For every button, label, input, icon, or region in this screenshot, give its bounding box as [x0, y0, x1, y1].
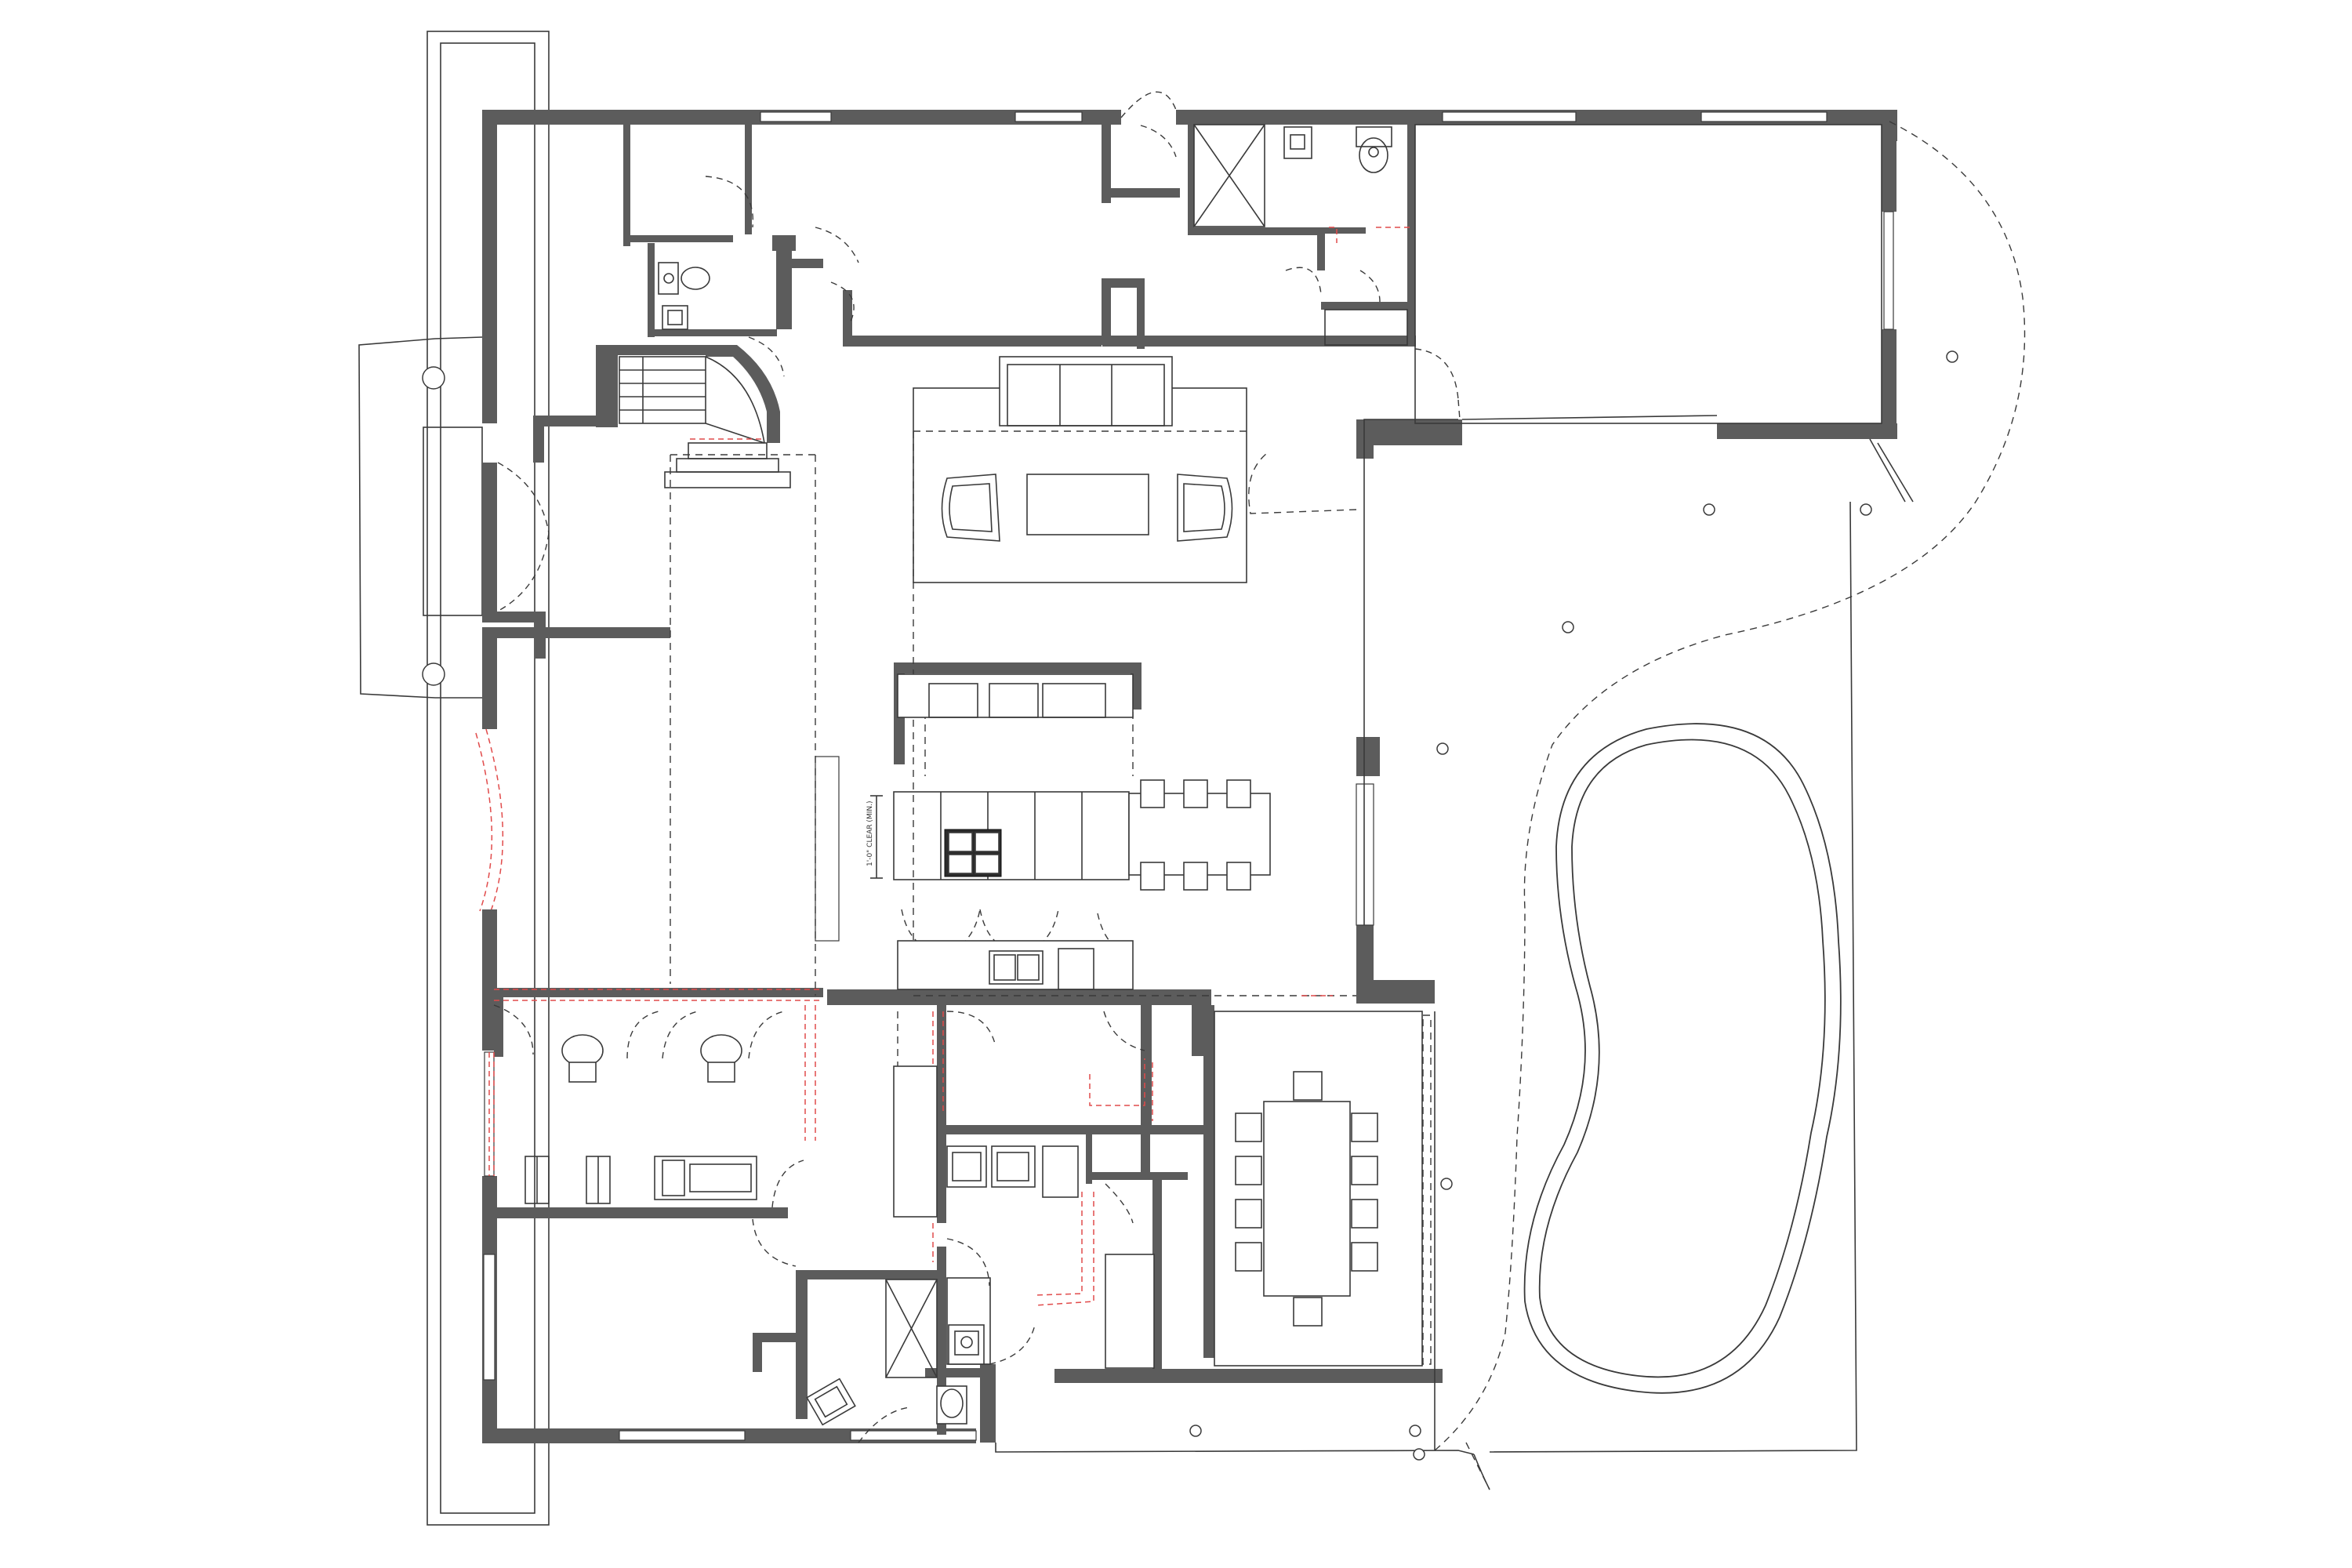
laundry — [893, 1065, 1155, 1369]
gym — [524, 1034, 757, 1204]
bar-stools — [1140, 779, 1251, 891]
dining-room — [1214, 1011, 1432, 1367]
overhead-lines — [670, 430, 1357, 1160]
demolition-lines — [488, 227, 1411, 1306]
garage-ne — [1414, 124, 1882, 424]
bath-sw — [806, 1279, 967, 1426]
interior-walls — [482, 125, 1416, 1443]
exterior-walls — [482, 110, 1897, 1443]
kitchen: 1'-0" CLEAR (MIN.) — [866, 673, 1271, 990]
patio — [995, 121, 2026, 1490]
clearance-dimension: 1'-0" CLEAR (MIN.) — [866, 801, 874, 866]
windows — [483, 111, 1894, 1441]
living-room — [913, 356, 1247, 583]
stair-bath-nw — [604, 262, 791, 488]
left-balcony — [358, 31, 550, 1526]
bath-ne — [1193, 124, 1408, 346]
